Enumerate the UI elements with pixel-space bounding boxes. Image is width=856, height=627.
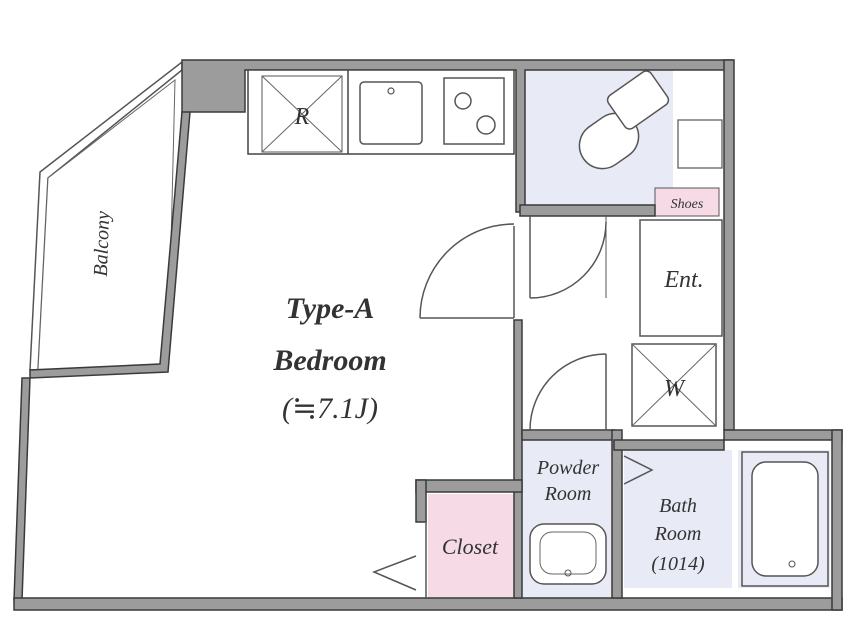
bedroom-title-line1: Type-A <box>286 292 375 325</box>
balcony-label: Balcony <box>90 211 114 277</box>
stove <box>443 77 505 145</box>
closet-door <box>372 494 427 598</box>
toilet-icon <box>578 70 723 170</box>
wash-basin <box>529 523 607 585</box>
bath-door <box>623 455 654 485</box>
entrance-area <box>639 219 723 337</box>
bedroom-title-line2: Bedroom <box>272 344 386 377</box>
corridor-doors <box>529 216 608 431</box>
refrigerator-label: R <box>294 104 310 130</box>
washer <box>631 343 717 427</box>
bedroom-size: (≒7.1J) <box>282 392 378 425</box>
entrance-label: Ent. <box>663 267 703 293</box>
bath-room-label-2: Room <box>654 523 702 545</box>
bedroom-door <box>419 223 515 319</box>
shoes-label: Shoes <box>671 197 704 212</box>
bath-room-label-1: Bath <box>659 495 697 517</box>
washer-label: W <box>664 376 686 402</box>
kitchen-counter <box>247 69 515 155</box>
kitchen-sink <box>359 81 423 145</box>
powder-room-label-1: Powder <box>536 457 599 479</box>
walls <box>13 59 843 611</box>
bath-room-label-3: (1014) <box>651 553 705 575</box>
powder-room-label-2: Room <box>544 483 592 505</box>
shoes-cabinet <box>654 187 720 217</box>
bathtub <box>741 451 829 587</box>
closet <box>428 494 514 598</box>
bath-room <box>624 450 732 588</box>
closet-label: Closet <box>442 534 499 559</box>
